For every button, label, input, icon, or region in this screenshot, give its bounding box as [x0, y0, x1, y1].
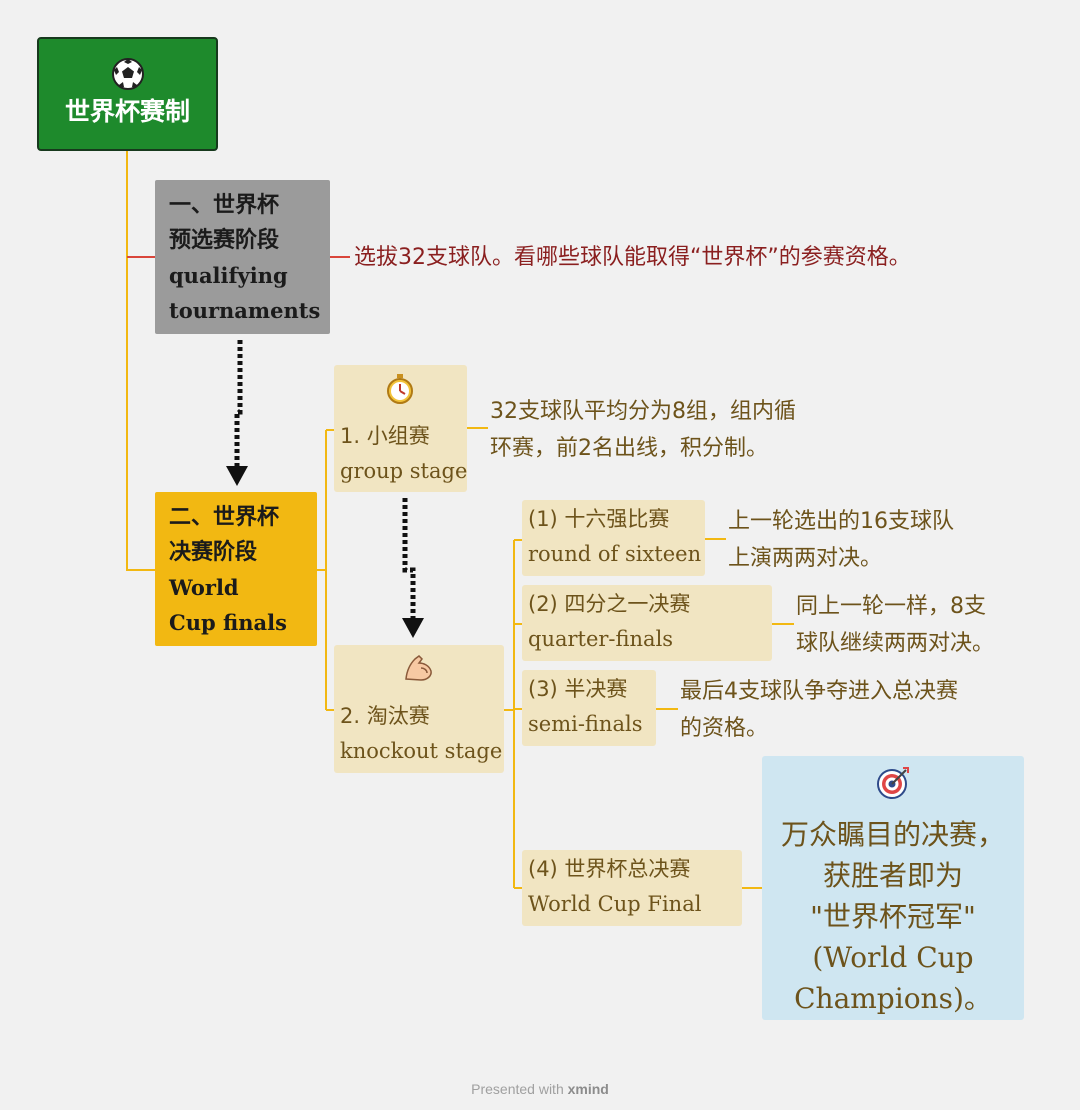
footer: Presented with xmind	[0, 1081, 1080, 1097]
final-note-line-5: Champions)。	[794, 982, 992, 1015]
sf-desc-line-2: 的资格。	[680, 716, 769, 741]
quarter-finals-description: 同上一轮一样，8支 球队继续两两对决。	[796, 588, 1041, 662]
knockout-stage-node[interactable]: 2. 淘汰赛 knockout stage	[334, 645, 504, 773]
qualifying-description: 选拔32支球队。看哪些球队能取得“世界杯”的参赛资格。	[354, 245, 911, 270]
stage-finals-en-2: Cup finals	[169, 610, 287, 635]
footer-text: Presented with	[471, 1081, 564, 1097]
group-stage-description: 32支球队平均分为8组，组内循 环赛，前2名出线，积分制。	[490, 393, 860, 467]
qf-desc-line-2: 球队继续两两对决。	[796, 631, 995, 656]
semi-finals-en: semi-finals	[528, 712, 643, 736]
final-note-line-2: 获胜者即为	[822, 859, 963, 892]
final-note-line-1: 万众瞩目的决赛，	[780, 818, 1005, 851]
round-of-sixteen-en: round of sixteen	[528, 542, 702, 566]
round-of-sixteen-node[interactable]: (1) 十六强比赛 round of sixteen	[522, 500, 705, 576]
world-cup-final-en: World Cup Final	[528, 892, 702, 916]
stage-finals-zh-1: 二、世界杯	[169, 505, 280, 530]
stage-qualifying-zh-1: 一、世界杯	[169, 193, 280, 218]
final-note-line-4: (World Cup	[812, 941, 974, 974]
stage-qualifying-en-1: qualifying	[169, 263, 288, 288]
group-desc-line-1: 32支球队平均分为8组，组内循	[490, 399, 796, 424]
round-of-sixteen-description: 上一轮选出的16支球队 上演两两对决。	[728, 503, 1018, 577]
root-node[interactable]: 世界杯赛制	[37, 37, 218, 151]
root-title: 世界杯赛制	[64, 97, 190, 126]
group-desc-line-2: 环赛，前2名出线，积分制。	[490, 436, 768, 461]
round-of-sixteen-zh: (1) 十六强比赛	[528, 507, 670, 531]
group-stage-node[interactable]: 1. 小组赛 group stage	[334, 365, 467, 492]
target-icon	[877, 767, 909, 799]
group-stage-en: group stage	[340, 459, 468, 483]
knockout-stage-zh: 2. 淘汰赛	[340, 704, 430, 728]
final-note[interactable]: 万众瞩目的决赛， 获胜者即为 "世界杯冠军" (World Cup Champi…	[762, 756, 1024, 1020]
stage-qualifying-en-2: tournaments	[169, 298, 321, 323]
knockout-stage-en: knockout stage	[340, 739, 503, 763]
sf-desc-line-1: 最后4支球队争夺进入总决赛	[680, 679, 958, 704]
stage-finals[interactable]: 二、世界杯 决赛阶段 World Cup finals	[155, 492, 317, 646]
semi-finals-node[interactable]: (3) 半决赛 semi-finals	[522, 670, 656, 746]
final-note-line-3: "世界杯冠军"	[810, 900, 976, 933]
r16-desc-line-2: 上演两两对决。	[728, 546, 883, 571]
semi-finals-description: 最后4支球队争夺进入总决赛 的资格。	[680, 673, 1040, 747]
soccer-ball-icon	[111, 58, 144, 90]
qf-desc-line-1: 同上一轮一样，8支	[796, 594, 986, 619]
stage-finals-zh-2: 决赛阶段	[169, 540, 258, 565]
quarter-finals-node[interactable]: (2) 四分之一决赛 quarter-finals	[522, 585, 772, 661]
semi-finals-zh: (3) 半决赛	[528, 677, 628, 701]
stage-finals-en-1: World	[169, 575, 239, 600]
footer-brand: xmind	[567, 1081, 609, 1097]
world-cup-final-node[interactable]: (4) 世界杯总决赛 World Cup Final	[522, 850, 742, 926]
quarter-finals-zh: (2) 四分之一决赛	[528, 592, 691, 616]
stage-qualifying-zh-2: 预选赛阶段	[169, 228, 280, 253]
group-stage-zh: 1. 小组赛	[340, 424, 430, 448]
r16-desc-line-1: 上一轮选出的16支球队	[728, 509, 954, 534]
flexed-bicep-icon	[405, 655, 432, 681]
stage-qualifying[interactable]: 一、世界杯 预选赛阶段 qualifying tournaments	[155, 180, 330, 334]
quarter-finals-en: quarter-finals	[528, 627, 674, 651]
world-cup-final-zh: (4) 世界杯总决赛	[528, 857, 691, 881]
stopwatch-icon	[387, 374, 413, 404]
